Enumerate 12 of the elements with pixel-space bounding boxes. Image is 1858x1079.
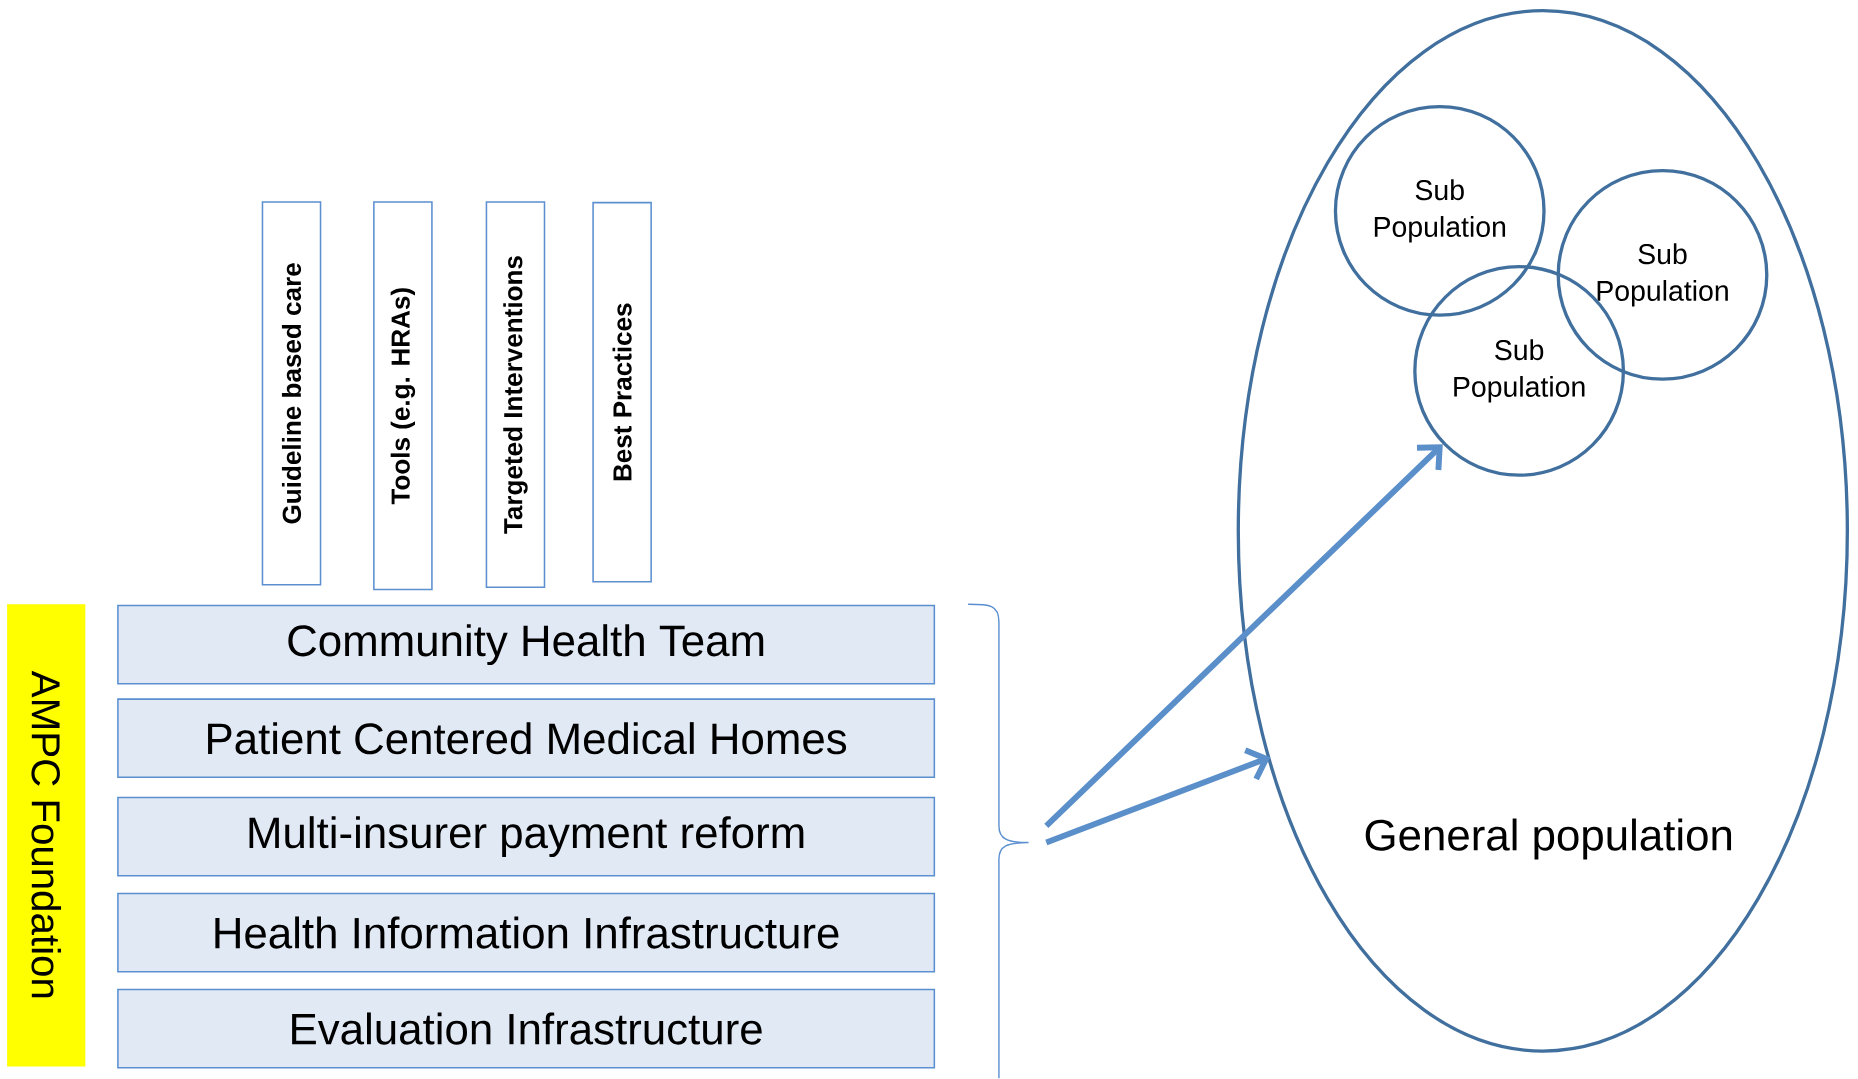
pillar-box: Guideline based care xyxy=(261,201,322,586)
program-box: Multi-insurer payment reform xyxy=(117,796,936,877)
arrow xyxy=(1044,444,1443,828)
program-box: Patient Centered Medical Homes xyxy=(117,698,936,778)
pillar-box: Tools (e.g. HRAs) xyxy=(373,201,433,591)
program-box: Community Health Team xyxy=(117,604,936,685)
arrow xyxy=(1045,747,1271,846)
program-box: Health Information Infrastructure xyxy=(117,892,936,973)
foundation-band: AMPC Foundation xyxy=(7,604,86,1067)
pillar-box: Targeted Interventions xyxy=(485,201,546,588)
pillar-box: Best Practices xyxy=(592,201,652,583)
program-box: Evaluation Infrastructure xyxy=(117,988,936,1069)
